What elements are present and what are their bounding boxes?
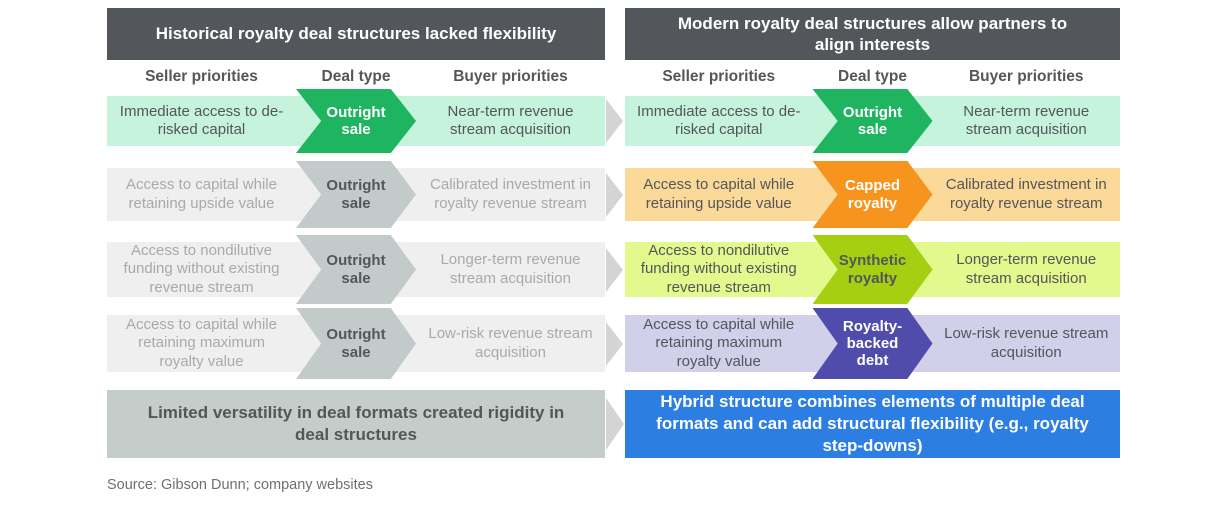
right-row-4-band: Access to capital while retaining maximu… [625,308,1120,379]
right-row-2-seller-text: Access to capital while retaining upside… [643,176,795,212]
row-1-flow-arrow [605,96,625,146]
left-row-1-buyer-text: Near-term revenue stream acquisition [447,102,574,138]
right-row-2-buyer-text: Calibrated investment in royalty revenue… [945,176,1107,212]
row-3-flow-arrow [605,242,625,297]
left-deal-type-label: Deal type [321,68,391,85]
row-4-flow-arrow [605,315,625,372]
right-row-3-buyer-text: Longer-term revenue stream acquisition [956,251,1097,287]
right-row-4-deal-chevron: Royalty-backed debt [812,308,933,379]
deal-type-text: Outright sale [326,252,386,287]
deal-row-1: Immediate access to de-risked capital Ou… [107,89,1120,153]
deal-row-2: Access to capital while retaining upside… [107,161,1120,228]
chevron-shape: Royalty-backed debt [812,308,933,379]
left-row-2-band: Access to capital while retaining upside… [107,161,605,228]
left-row-1-seller-text: Immediate access to de-risked capital [119,102,284,138]
left-panel-header: Historical royalty deal structures lacke… [107,8,605,60]
right-row-1-buyer-text: Near-term revenue stream acquisition [963,102,1090,138]
header-gap [605,8,625,60]
left-row-2-seller-text: Access to capital while retaining upside… [126,176,277,212]
left-row-1-deal-chevron: Outright sale [296,89,416,153]
chevron-shape: Capped royalty [812,161,933,228]
left-row-3-band: Access to nondilutive funding without ex… [107,235,605,304]
left-row-3-seller-text: Access to nondilutive funding without ex… [123,242,280,296]
left-row-2-deal-chevron: Outright sale [296,161,416,228]
right-seller-priorities-label: Seller priorities [662,68,776,85]
right-row-3-deal-chevron: Synthetic royalty [812,235,933,304]
chevron-shape: Outright sale [296,235,416,304]
left-seller-priorities-label: Seller priorities [145,68,258,85]
right-summary-box: Hybrid structure combines elements of mu… [625,390,1120,458]
right-panel-header: Modern royalty deal structures allow par… [625,8,1120,60]
left-row-2-buyer-text: Calibrated investment in royalty revenue… [430,176,591,212]
deal-type-text: Outright sale [842,103,903,138]
deal-type-text: Outright sale [326,177,386,212]
right-summary-text: Hybrid structure combines elements of mu… [656,391,1089,456]
right-arrow-icon [606,321,623,366]
row-2-flow-arrow [605,168,625,221]
chevron-shape: Outright sale [296,89,416,153]
right-buyer-priorities-label: Buyer priorities [968,68,1084,85]
right-column-labels: Seller priorities Deal type Buyer priori… [625,64,1120,90]
column-labels-gap [605,64,625,90]
left-buyer-priorities-label: Buyer priorities [453,68,568,85]
left-row-3-deal-chevron: Outright sale [296,235,416,304]
deal-type-text: Outright sale [326,326,386,361]
left-row-4-buyer-text: Low-risk revenue stream acquisition [428,325,593,361]
right-row-2-band: Access to capital while retaining upside… [625,161,1120,228]
right-arrow-icon [606,172,623,217]
left-row-3-buyer-text: Longer-term revenue stream acquisition [440,251,581,287]
source-note: Source: Gibson Dunn; company websites [107,477,373,493]
right-arrow-icon [606,398,624,450]
left-row-4-seller-text: Access to capital while retaining maximu… [126,316,277,370]
chevron-shape: Outright sale [296,161,416,228]
right-deal-type-label: Deal type [838,68,907,85]
deal-row-4: Access to capital while retaining maximu… [107,308,1120,379]
chevron-shape: Outright sale [296,308,416,379]
left-summary-text: Limited versatility in deal formats crea… [147,402,565,444]
deal-type-text: Capped royalty [844,177,900,212]
chevron-shape: Synthetic royalty [812,235,933,304]
chevron-shape: Outright sale [812,89,933,153]
panel-headers-row: Historical royalty deal structures lacke… [107,8,1120,60]
right-row-3-seller-text: Access to nondilutive funding without ex… [640,242,797,296]
right-row-4-seller-text: Access to capital while retaining maximu… [643,316,795,370]
summary-flow-arrow [605,390,625,458]
left-row-1-band: Immediate access to de-risked capital Ou… [107,89,605,153]
right-row-1-band: Immediate access to de-risked capital Ou… [625,89,1120,153]
right-row-2-deal-chevron: Capped royalty [812,161,933,228]
deal-row-3: Access to nondilutive funding without ex… [107,235,1120,304]
right-arrow-icon [606,99,623,143]
column-labels-row: Seller priorities Deal type Buyer priori… [107,64,1120,90]
right-row-4-buyer-text: Low-risk revenue stream acquisition [944,325,1109,361]
deal-type-text: Outright sale [326,103,386,138]
right-panel-title: Modern royalty deal structures allow par… [677,13,1068,54]
deal-type-text: Royalty-backed debt [842,317,903,370]
left-row-4-band: Access to capital while retaining maximu… [107,308,605,379]
left-column-labels: Seller priorities Deal type Buyer priori… [107,64,605,90]
right-row-1-seller-text: Immediate access to de-risked capital [637,102,801,138]
deal-type-text: Synthetic royalty [838,252,907,287]
right-arrow-icon [606,247,623,292]
left-row-4-deal-chevron: Outright sale [296,308,416,379]
left-summary-box: Limited versatility in deal formats crea… [107,390,605,458]
right-row-3-band: Access to nondilutive funding without ex… [625,235,1120,304]
summary-row: Limited versatility in deal formats crea… [107,390,1120,458]
right-row-1-deal-chevron: Outright sale [812,89,933,153]
left-panel-title: Historical royalty deal structures lacke… [155,24,557,44]
